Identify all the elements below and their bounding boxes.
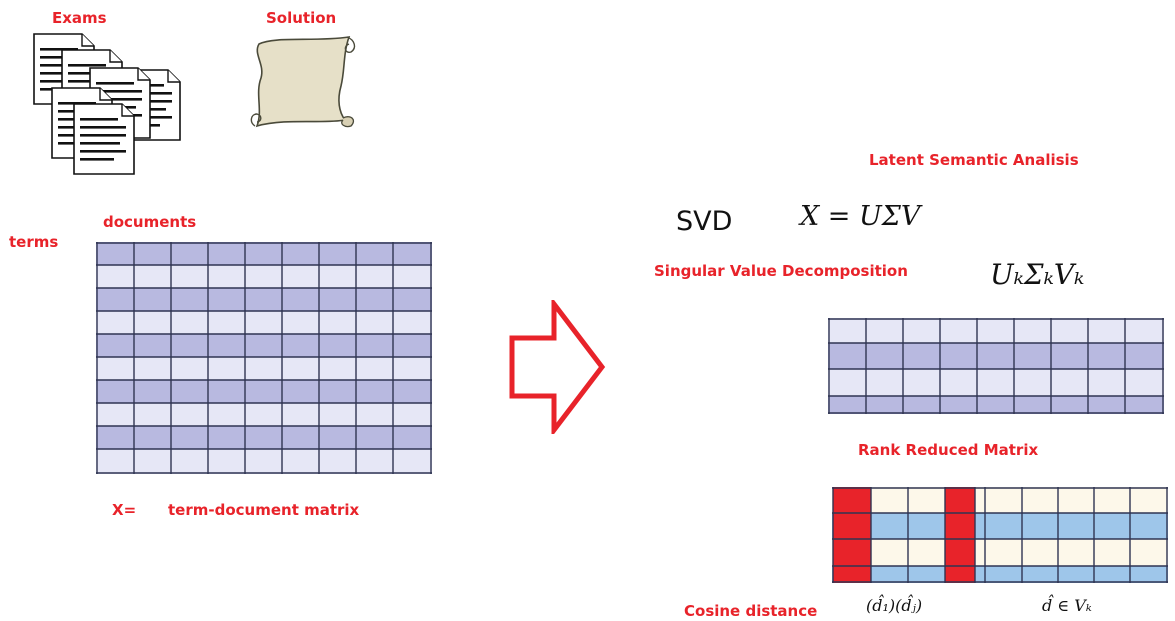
reduced-product: UₖΣₖVₖ [990, 258, 1085, 291]
matrix-row [832, 566, 1168, 583]
matrix-row [96, 357, 432, 380]
matrix-row [832, 539, 1168, 566]
matrix-row [96, 288, 432, 311]
exams-label: Exams [52, 9, 107, 27]
solution-label: Solution [266, 9, 337, 27]
highlighted-document-column [833, 487, 871, 583]
matrix-row [96, 334, 432, 357]
rank-reduced-matrix [832, 487, 1168, 583]
matrix-row [828, 369, 1164, 396]
terms-label: terms [9, 233, 59, 251]
svd-full-name: Singular Value Decomposition [654, 262, 908, 280]
reduced-rows [828, 318, 1164, 414]
matrix-row [828, 396, 1164, 414]
matrix-row [96, 449, 432, 474]
matrix-row [832, 513, 1168, 539]
reduced-grid-lines [828, 318, 1164, 414]
matrix-row [828, 343, 1164, 369]
matrix-caption: term-document matrix [168, 501, 360, 519]
document-membership: d̂ ∈ Vₖ [1042, 596, 1092, 615]
rank-reduced-rows [832, 487, 1168, 583]
svd-equation: X = UΣV [800, 201, 921, 232]
matrix-row [828, 318, 1164, 343]
reduced-matrix [828, 318, 1164, 414]
term-document-rows [96, 242, 432, 474]
term-document-matrix [96, 242, 432, 474]
matrix-row [96, 426, 432, 449]
rank-reduced-grid-lines [832, 487, 1168, 583]
matrix-row [96, 242, 432, 265]
rank-reduced-label: Rank Reduced Matrix [858, 441, 1039, 459]
matrix-row [96, 403, 432, 426]
matrix-row [832, 487, 1168, 513]
svd-abbreviation: SVD [676, 206, 733, 237]
document-stack-icon [22, 32, 197, 182]
matrix-prefix: X= [112, 501, 137, 519]
highlighted-document-column [945, 487, 975, 583]
documents-label: documents [103, 213, 197, 231]
scroll-icon [245, 34, 365, 132]
cosine-distance-label: Cosine distance [684, 602, 818, 620]
matrix-row [96, 265, 432, 288]
matrix-row [96, 380, 432, 403]
matrix-grid-lines [96, 242, 432, 474]
document-vectors: (d̂₁)(d̂ⱼ) [866, 596, 923, 615]
lsa-title: Latent Semantic Analisis [869, 151, 1079, 169]
right-arrow-icon [508, 300, 606, 434]
matrix-row [96, 311, 432, 334]
